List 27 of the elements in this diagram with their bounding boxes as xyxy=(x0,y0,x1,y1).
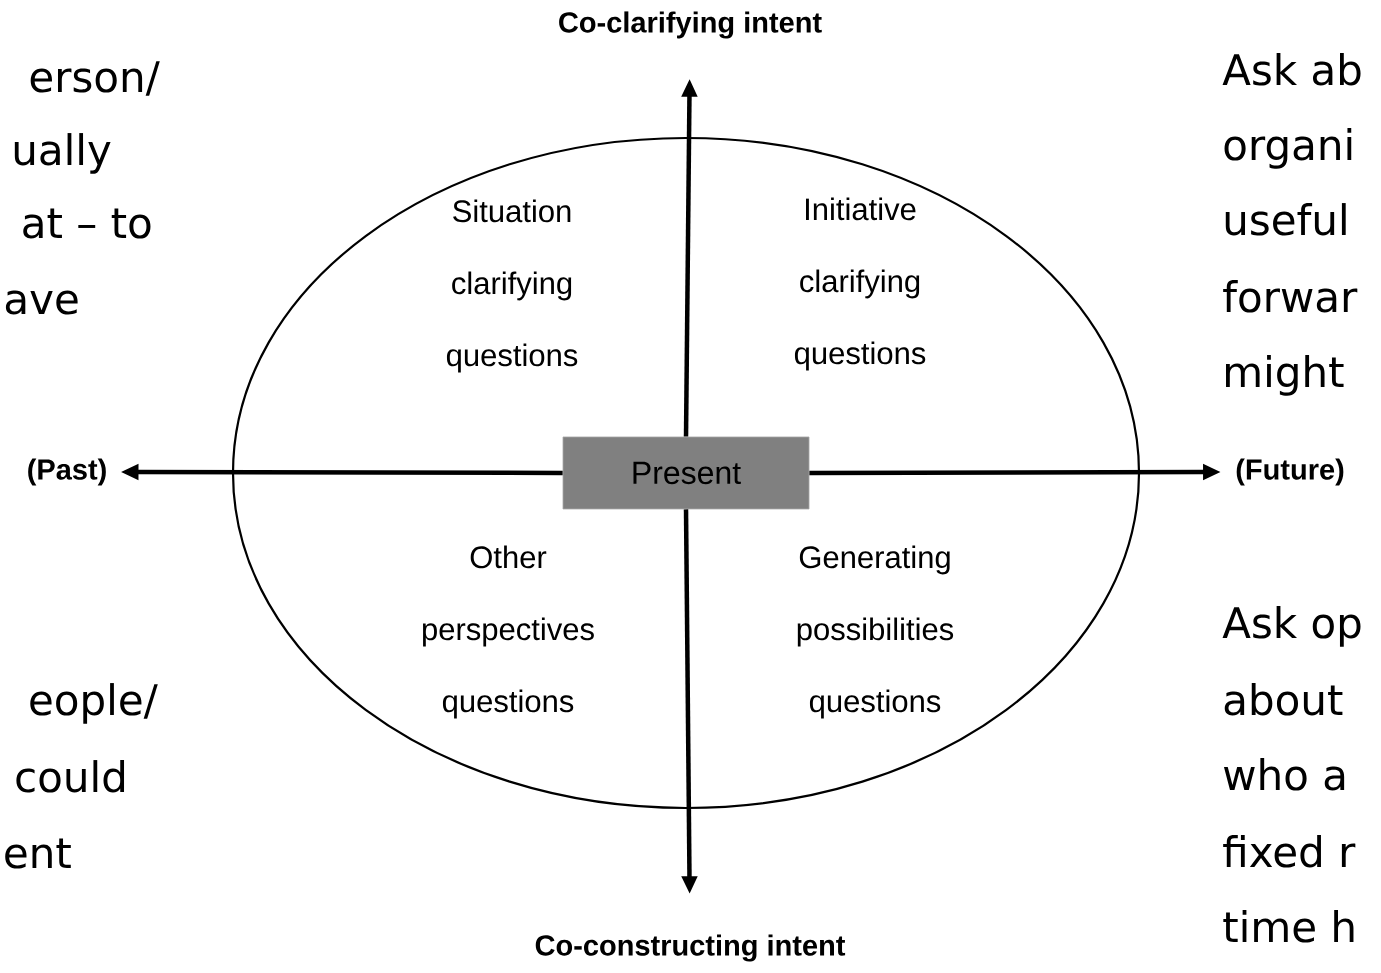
ellipse-outline xyxy=(231,136,1141,810)
cut-off-text: who a xyxy=(1223,758,1345,791)
cut-off-text: could xyxy=(16,760,125,793)
cut-off-text: Ask op xyxy=(1222,606,1361,647)
quadrant-text: Other perspectives questions xyxy=(423,545,594,719)
cut-off-text: fixed r xyxy=(1223,835,1356,868)
cut-off-text: erson/ xyxy=(30,61,160,96)
cut-off-text: ually xyxy=(14,133,111,174)
cut-off-text: eople/ xyxy=(30,683,158,724)
quadrant-text: Generating possibilities questions xyxy=(797,545,954,719)
axis-label: (Past) xyxy=(28,458,106,486)
cut-off-text: ave xyxy=(5,290,78,315)
cut-off-text: time h xyxy=(1223,910,1354,943)
cut-off-text: Ask ab xyxy=(1222,53,1361,86)
cut-off-text: organi xyxy=(1224,128,1352,169)
cut-off-text: at – to xyxy=(23,208,151,239)
cut-off-text: might xyxy=(1226,355,1344,396)
cut-off-text: ent xyxy=(5,838,71,869)
cut-off-text: about xyxy=(1224,683,1343,716)
axis-label: (Future) xyxy=(1236,458,1344,486)
present-box: Present xyxy=(562,436,810,510)
axis-label: Co-clarifying intent xyxy=(559,11,822,39)
quadrant-text: Initiative clarifying questions xyxy=(794,197,926,371)
cut-off-text: forwar xyxy=(1223,280,1358,313)
quadrant-text: Situation clarifying questions xyxy=(446,199,578,373)
axis-label: Co-constructing intent xyxy=(535,934,846,962)
cut-off-text: useful xyxy=(1225,203,1346,236)
